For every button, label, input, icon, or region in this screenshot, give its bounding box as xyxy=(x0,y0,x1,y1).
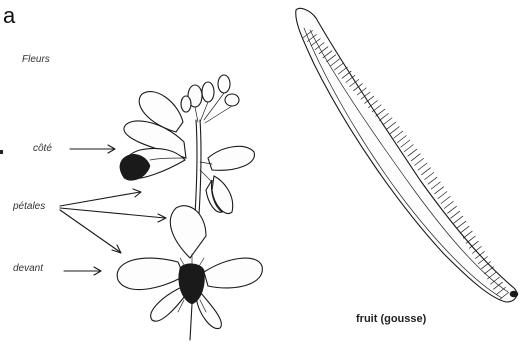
front-flower-top-petal xyxy=(170,206,206,258)
arrow-petals-2 xyxy=(60,208,165,218)
right-flower-upper xyxy=(208,146,254,170)
pod-seed-septum xyxy=(435,187,444,194)
pod-seed-septum xyxy=(444,201,453,208)
flower-buds xyxy=(181,75,239,123)
pod-seed-septum xyxy=(454,216,463,223)
panel-letter: a xyxy=(3,3,16,28)
pod-seed-septum xyxy=(421,168,430,175)
arrow-petals-3 xyxy=(60,210,120,252)
label-front: devant xyxy=(13,263,44,274)
edge-mark xyxy=(0,150,3,154)
pod-seed-septum xyxy=(466,236,475,243)
pod-seed-septum xyxy=(425,173,434,180)
pod-seed-septum xyxy=(431,182,440,189)
flowers-title: Fleurs xyxy=(22,54,50,65)
flower-stem-edge xyxy=(199,120,201,215)
pod-seed-septum xyxy=(438,192,447,199)
pod-seed-septum xyxy=(460,226,469,233)
pod-seed-septum xyxy=(379,114,388,121)
pod-seed-septum xyxy=(401,140,410,147)
front-flower-left-petal xyxy=(117,258,184,290)
lower-stem xyxy=(190,304,192,340)
label-side: côté xyxy=(33,143,52,154)
pod-seed-septum xyxy=(387,122,396,129)
pod-tip xyxy=(510,291,518,297)
pod-seed-septum xyxy=(404,145,413,152)
flower-stem xyxy=(195,120,197,215)
pod-seed-septum xyxy=(457,221,466,228)
pod-outline xyxy=(296,8,517,302)
flower-drawing xyxy=(117,75,262,340)
pod-seed-septum xyxy=(372,105,381,112)
pod-seed-septum xyxy=(383,118,392,125)
pod-seed-septum xyxy=(448,206,457,213)
pod-seed-septum xyxy=(463,231,472,238)
pod-seed-septum xyxy=(418,163,427,170)
pod-seed-septum xyxy=(415,158,424,165)
pod-seed-septum xyxy=(397,136,406,143)
label-petals: pétales xyxy=(12,201,45,212)
fruit-label: fruit (gousse) xyxy=(356,313,427,325)
pod-seed-septum xyxy=(408,149,417,156)
front-flower-stamens xyxy=(178,254,206,312)
pod-seed-septum xyxy=(441,197,450,204)
pod-seed-septum xyxy=(394,131,403,138)
arrow-petals-1 xyxy=(60,192,140,206)
pod-seed-septum xyxy=(390,127,399,134)
pod-seed-septum xyxy=(376,109,385,116)
pod-seed-septum xyxy=(411,154,420,161)
front-flower-right-petal xyxy=(204,258,262,288)
pod-seed-septum xyxy=(428,177,437,184)
pod-seed-septum xyxy=(451,211,460,218)
fruit-pod-drawing xyxy=(296,8,518,302)
